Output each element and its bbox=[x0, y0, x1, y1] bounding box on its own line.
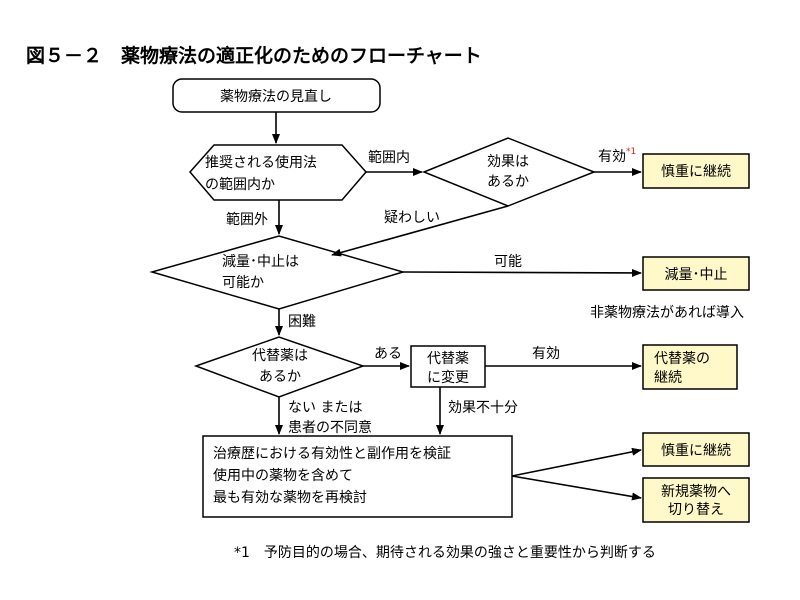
alternative-drug-decision bbox=[193, 336, 366, 398]
re-review-label-3: 最も有効な薬物を再検討 bbox=[213, 490, 367, 506]
continue-carefully-box-2 bbox=[642, 432, 750, 467]
label-none-or-refuse-2: 患者の不同意 bbox=[288, 419, 372, 436]
label-exists: ある bbox=[374, 346, 402, 362]
arrow-to-switch bbox=[511, 475, 642, 501]
continue-carefully-box-1 bbox=[642, 153, 750, 189]
label-doubtful: 疑わしい bbox=[384, 210, 440, 226]
switch-new-drug-label-1: 新規薬物へ bbox=[661, 484, 731, 500]
arrow-possible bbox=[402, 268, 642, 277]
label-difficult: 困難 bbox=[288, 314, 316, 330]
alternative-drug-label-1: 代替薬は bbox=[252, 348, 308, 364]
dose-range-label-2: の範囲内か bbox=[205, 176, 275, 193]
label-within-range: 範囲内 bbox=[368, 149, 410, 166]
continue-alternative-label-1: 代替薬の bbox=[654, 351, 710, 367]
dose-range-label-1: 推奨される使用法 bbox=[205, 154, 317, 171]
label-outside-range: 範囲外 bbox=[226, 211, 268, 228]
re-review-label-1: 治療歴における有効性と副作用を検証 bbox=[213, 445, 451, 462]
change-drug-box bbox=[410, 345, 486, 388]
figure-title: 図５－２ 薬物療法の適正化のためのフローチャート bbox=[26, 44, 482, 67]
effect-label-2: あるか bbox=[487, 174, 529, 190]
label-alt-effective: 有効 bbox=[532, 346, 560, 362]
reduce-stop-label-1: 減量･中止は bbox=[222, 253, 299, 270]
reduce-stop-decision bbox=[149, 235, 406, 310]
non-drug-therapy-note: 非薬物療法があれば導入 bbox=[590, 304, 744, 321]
change-drug-label-1: 代替薬 bbox=[427, 351, 469, 367]
effect-label-1: 効果は bbox=[487, 154, 529, 170]
footnote: *1 予防目的の場合、期待される効果の強さと重要性から判断する bbox=[234, 545, 656, 561]
reduce-stop-box bbox=[642, 256, 750, 291]
arrow-to-continue-2 bbox=[511, 447, 642, 477]
switch-new-drug-box bbox=[642, 477, 750, 523]
continue-alternative-box bbox=[642, 344, 738, 390]
label-possible: 可能 bbox=[494, 254, 522, 270]
reduce-stop-label-2: 可能か bbox=[222, 275, 264, 291]
continue-alternative-label-2: 継続 bbox=[654, 369, 682, 386]
label-effective: 有効 bbox=[598, 149, 626, 165]
label-none-or-refuse-1: ない または bbox=[288, 400, 362, 416]
switch-new-drug-label-2: 切り替え bbox=[668, 502, 724, 518]
effect-decision bbox=[422, 137, 597, 207]
re-review-label-2: 使用中の薬物を含めて bbox=[213, 467, 353, 484]
dose-range-decision bbox=[189, 144, 367, 201]
change-drug-label-2: に変更 bbox=[427, 369, 469, 386]
arrow-doubtful bbox=[331, 205, 509, 257]
alternative-drug-label-2: あるか bbox=[259, 369, 301, 385]
footnote-marker: *1 bbox=[626, 147, 636, 157]
re-review-box bbox=[202, 435, 513, 518]
reduce-stop-result-label: 減量･中止 bbox=[665, 266, 728, 283]
start-label: 薬物療法の見直し bbox=[220, 88, 332, 105]
label-insufficient: 効果不十分 bbox=[448, 400, 518, 416]
continue-carefully-label-1: 慎重に継続 bbox=[661, 163, 731, 180]
continue-carefully-label-2: 慎重に継続 bbox=[661, 442, 731, 459]
